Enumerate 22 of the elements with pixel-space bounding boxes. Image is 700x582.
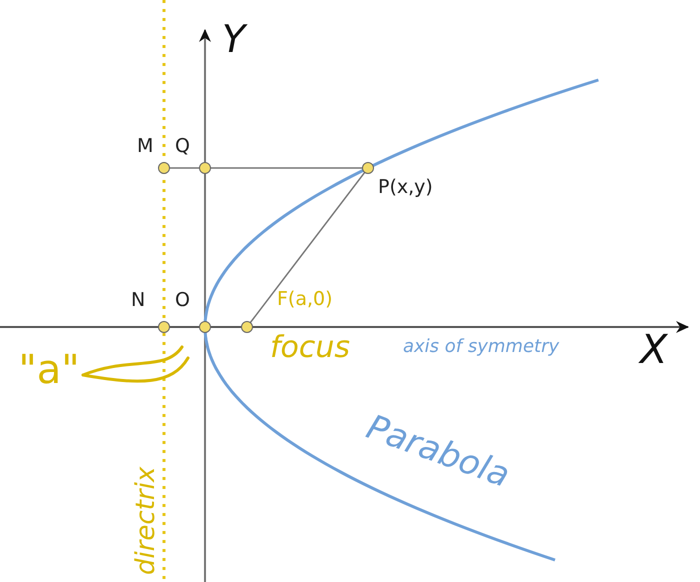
distance-label: "a" xyxy=(18,350,80,390)
connector-line xyxy=(250,172,366,323)
leader-line xyxy=(82,356,190,383)
point-label: Q xyxy=(175,137,190,156)
axis-label: X xyxy=(640,330,668,370)
point-label: O xyxy=(175,291,190,310)
point-marker xyxy=(199,162,211,174)
point-marker xyxy=(199,321,211,333)
point-marker xyxy=(158,162,170,174)
point-label: N xyxy=(131,291,146,310)
directrix-label: directrix xyxy=(133,466,159,575)
point-label: M xyxy=(137,137,154,156)
point-label: F(a,0) xyxy=(277,290,333,309)
focus-label: focus xyxy=(270,333,350,363)
axis-label: Y xyxy=(222,20,246,58)
point-marker xyxy=(241,321,253,333)
point-label: P(x,y) xyxy=(378,178,433,197)
connector-line xyxy=(210,167,363,169)
axis-label: axis of symmetry xyxy=(403,338,560,356)
point-marker xyxy=(158,321,170,333)
leader-line xyxy=(82,346,184,376)
point-marker xyxy=(362,162,374,174)
